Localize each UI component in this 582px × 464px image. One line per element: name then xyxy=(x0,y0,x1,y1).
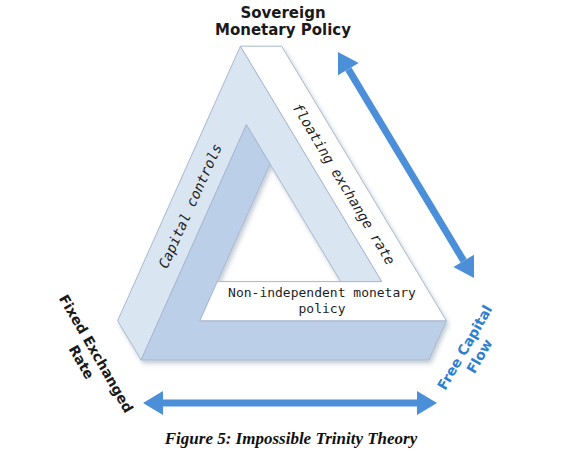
penrose-triangle xyxy=(118,46,447,360)
arrow-head xyxy=(453,255,474,278)
face-label: Non-independent monetary policy xyxy=(220,285,425,317)
triangle-face: Non-independent monetary policy xyxy=(220,282,425,320)
arrow-head xyxy=(143,391,163,415)
arrow-head xyxy=(417,391,437,415)
corner-label: Sovereign Monetary Policy xyxy=(208,3,358,41)
double-arrow xyxy=(338,52,474,278)
right-bar-face xyxy=(200,46,447,321)
arrow-shaft xyxy=(161,400,419,407)
figure-caption: Figure 5: Impossible Trinity Theory xyxy=(91,429,491,449)
arrow-head xyxy=(338,52,359,75)
double-arrow xyxy=(143,391,437,415)
